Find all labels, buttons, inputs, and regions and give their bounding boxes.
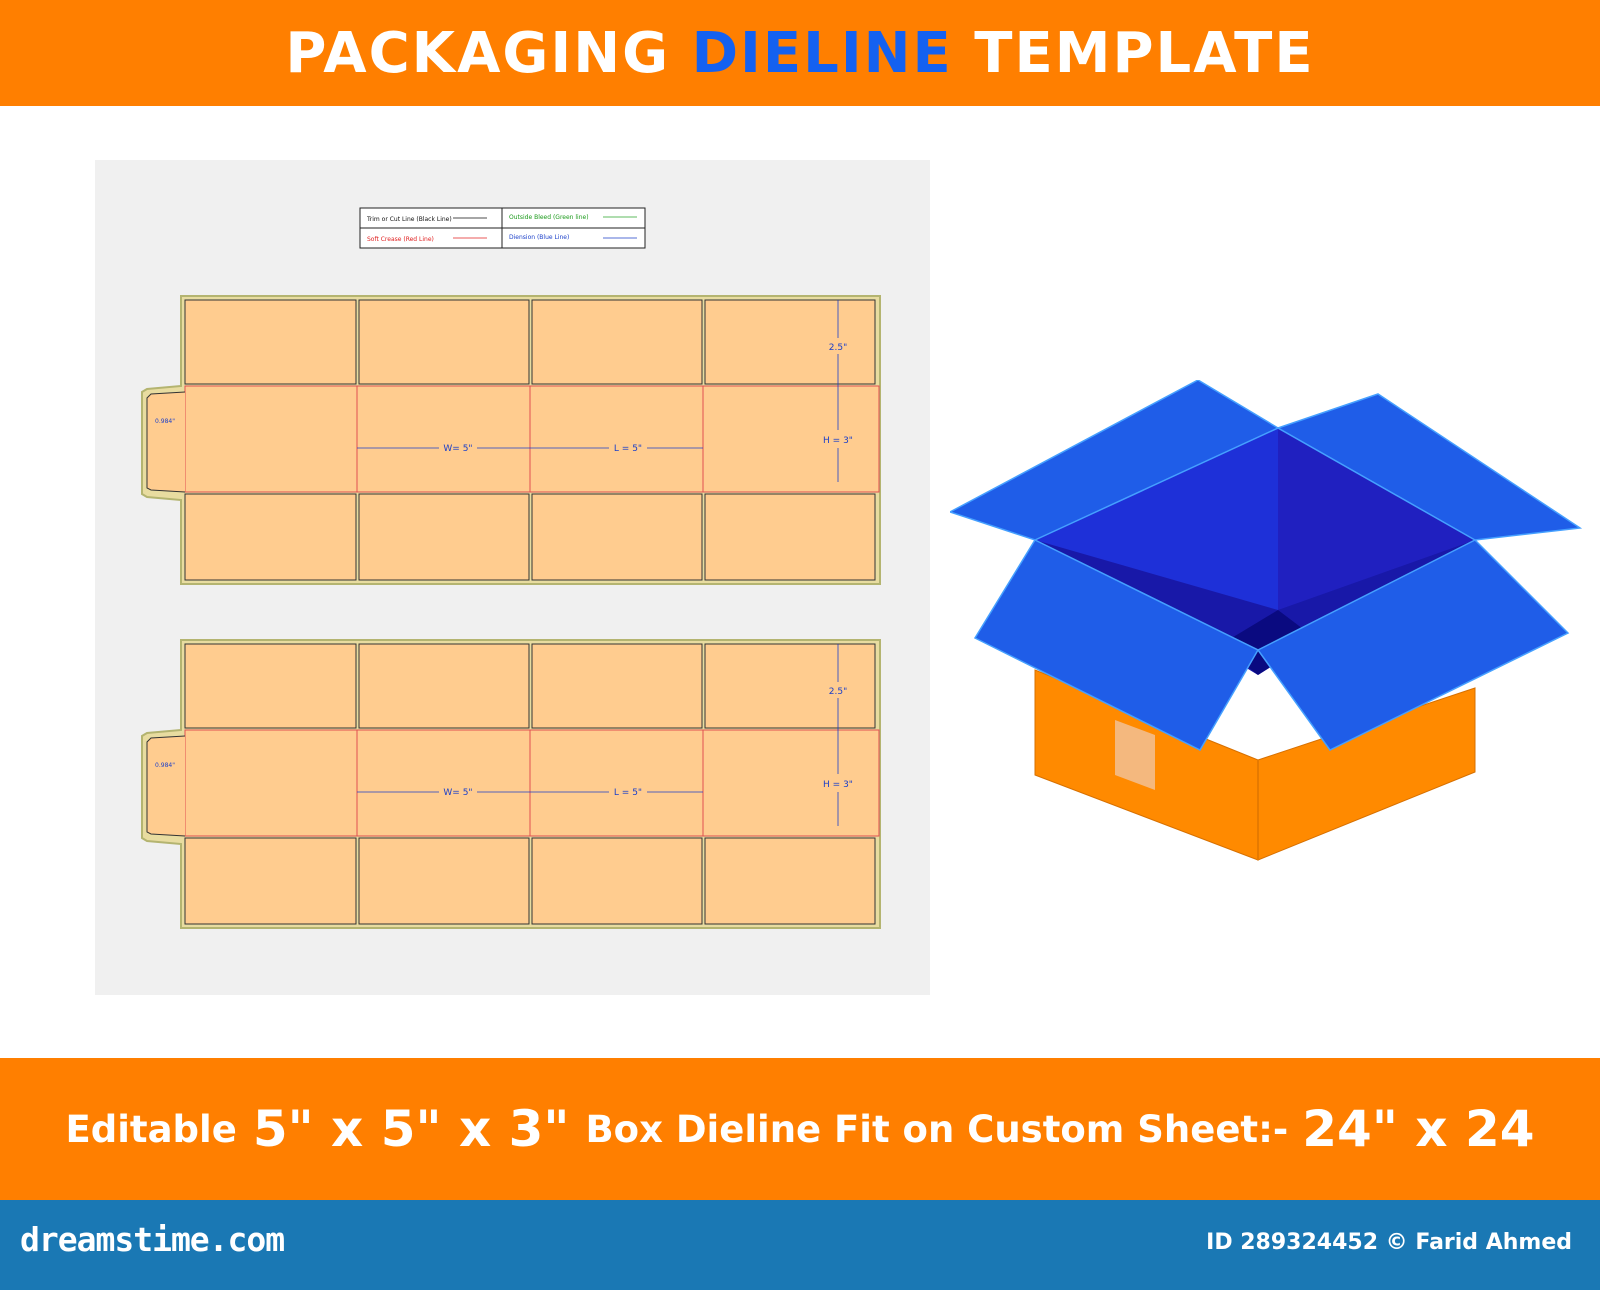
site-name[interactable]: dreamstime.com	[20, 1220, 285, 1259]
glue-dimension-2: 0.984"	[155, 762, 175, 769]
length-dimension-2: L = 5"	[614, 788, 642, 798]
caption-box-dimensions: 5" x 5" x 3"	[252, 1100, 570, 1158]
caption-description: Box Dieline Fit on Custom Sheet:-	[585, 1107, 1289, 1151]
box-3d-drawing	[948, 379, 1583, 861]
box-3d-illustration	[948, 379, 1590, 870]
length-dimension-1: L = 5"	[614, 444, 642, 454]
footer-bar: dreamstime.com ID 289324452 © Farid Ahme…	[0, 1200, 1600, 1290]
width-dimension-2: W= 5"	[443, 788, 472, 798]
title-highlight: DIELINE	[691, 20, 953, 86]
legend-dimension: Diension (Blue Line)	[509, 234, 569, 241]
title-part2: TEMPLATE	[974, 20, 1315, 86]
glue-dimension-1: 0.984"	[155, 418, 175, 425]
dieline-sheet: Trim or Cut Line (Black Line) Outside Bl…	[95, 160, 930, 995]
page-title: PACKAGING DIELINE TEMPLATE	[285, 21, 1314, 86]
caption-banner: Editable 5" x 5" x 3" Box Dieline Fit on…	[0, 1058, 1600, 1200]
legend-trim: Trim or Cut Line (Black Line)	[366, 216, 452, 223]
height-dimension-1: H = 3"	[823, 436, 853, 446]
legend-bleed: Outside Bleed (Green line)	[509, 214, 589, 221]
flap-dimension-2: 2.5"	[829, 687, 847, 697]
caption-sheet-size: 24" x 24	[1302, 1100, 1535, 1158]
title-part1: PACKAGING	[285, 20, 671, 86]
dieline-1: 2.5" H = 3" W= 5" L = 5" 0.984"	[141, 295, 881, 585]
dieline-drawing: Trim or Cut Line (Black Line) Outside Bl…	[141, 207, 881, 929]
dieline-2: 2.5" H = 3" W= 5" L = 5" 0.984"	[141, 639, 881, 929]
header-banner: PACKAGING DIELINE TEMPLATE	[0, 0, 1600, 106]
legend-crease: Soft Crease (Red Line)	[367, 236, 434, 243]
flap-dimension-1: 2.5"	[829, 343, 847, 353]
image-credit: ID 289324452 © Farid Ahmed	[1206, 1230, 1572, 1255]
line-legend: Trim or Cut Line (Black Line) Outside Bl…	[359, 207, 646, 249]
width-dimension-1: W= 5"	[443, 444, 472, 454]
height-dimension-2: H = 3"	[823, 780, 853, 790]
caption-editable: Editable	[65, 1107, 237, 1151]
